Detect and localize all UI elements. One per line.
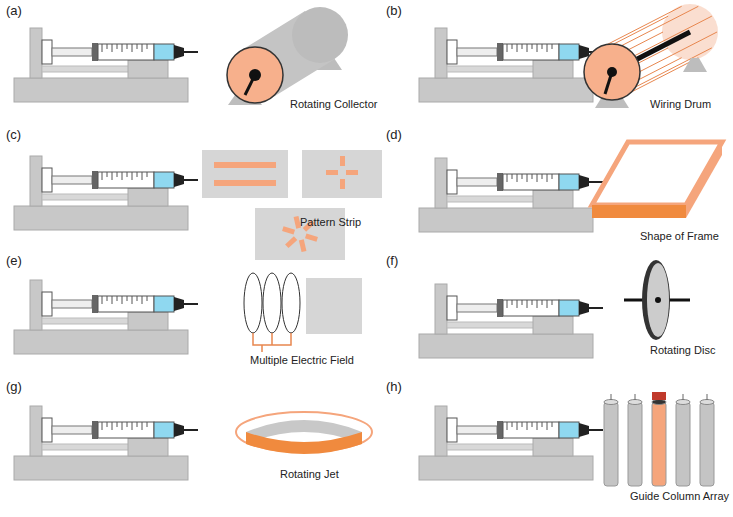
panel-caption: Rotating Disc	[650, 344, 715, 357]
panel-caption: Pattern Strip	[300, 216, 361, 229]
stroke	[683, 394, 684, 400]
stroke	[635, 394, 636, 400]
stroke	[634, 16, 712, 56]
panel-caption: Shape of Frame	[640, 230, 719, 243]
stroke	[620, 6, 698, 46]
panel-letter: (f)	[386, 254, 398, 267]
stroke	[652, 402, 666, 486]
stroke	[652, 400, 666, 405]
stroke	[676, 402, 690, 486]
panel-letter: (e)	[6, 254, 22, 267]
panel-caption: Wiring Drum	[650, 98, 711, 111]
stroke	[604, 400, 618, 405]
stroke	[652, 392, 666, 400]
stroke	[707, 394, 708, 400]
stroke	[611, 394, 612, 400]
stroke	[700, 400, 714, 405]
panel-letter: (c)	[6, 128, 21, 141]
stroke	[306, 236, 317, 240]
stroke	[301, 240, 304, 252]
stroke	[287, 238, 296, 246]
panel-letter: (b)	[386, 4, 402, 17]
panel-letter: (d)	[386, 128, 402, 141]
stroke	[628, 402, 642, 486]
stroke	[296, 216, 299, 228]
stroke	[676, 400, 690, 405]
stroke	[628, 400, 642, 405]
stroke	[283, 229, 294, 233]
panel-letter: (a)	[6, 4, 22, 17]
panel-caption: Rotating Collector	[290, 98, 377, 111]
panel-caption: Rotating Jet	[280, 468, 339, 481]
stroke	[604, 402, 618, 486]
stroke	[700, 402, 714, 486]
panel-letter: (h)	[386, 380, 402, 393]
panel-letter: (g)	[6, 380, 22, 393]
panel-caption: Multiple Electric Field	[250, 354, 354, 367]
panel-caption: Guide Column Array	[630, 490, 729, 503]
